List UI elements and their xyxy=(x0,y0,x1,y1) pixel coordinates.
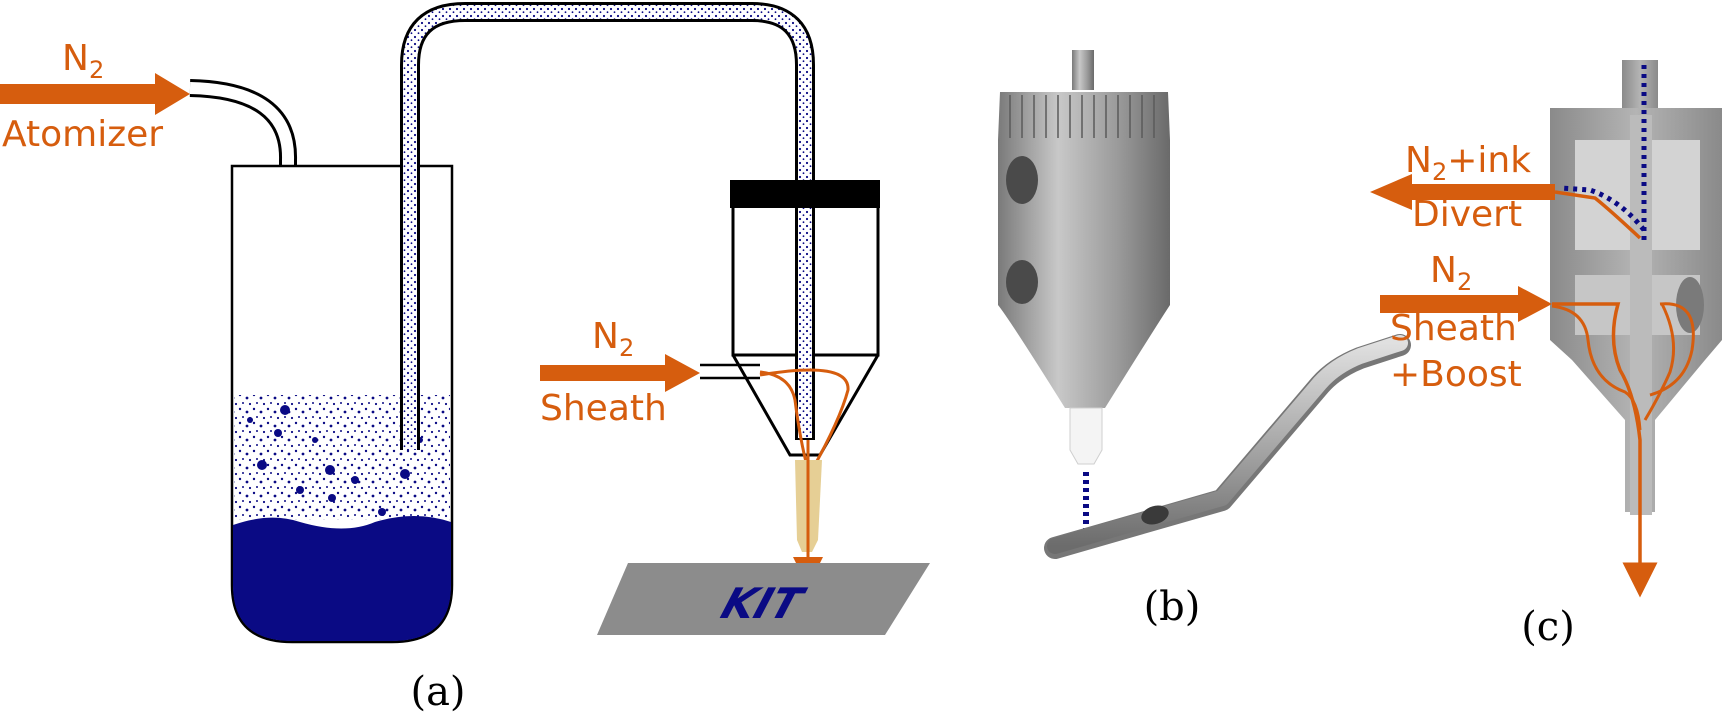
caption-c: (c) xyxy=(1521,604,1575,650)
sheath-flow-a xyxy=(759,370,810,471)
shutter-pipe-opening xyxy=(1141,505,1169,525)
ink-flow-c xyxy=(1559,65,1647,240)
panel-a: N2 Atomizer N2 Sheath xyxy=(0,2,930,715)
atomizer-arrow xyxy=(0,73,190,115)
divert-flow-c xyxy=(1554,190,1642,240)
liquid-ink xyxy=(233,516,451,641)
caption-a: (a) xyxy=(410,669,465,715)
aerosol-transfer-tube xyxy=(400,2,815,450)
knurled-cap xyxy=(998,92,1170,140)
substrate xyxy=(597,563,930,635)
nozzle-body-b xyxy=(998,140,1170,305)
divert-arrow-c xyxy=(1370,174,1555,210)
printhead-cap xyxy=(730,180,880,208)
side-port-c xyxy=(1676,277,1704,333)
inner-tube-c xyxy=(1622,60,1658,115)
sheath-arrow-a xyxy=(540,354,700,392)
nozzle-shaft xyxy=(1072,50,1094,90)
panel-c: N2+ink Divert N2 Sheath +Boost (c) xyxy=(1370,60,1722,650)
mist-droplets xyxy=(247,405,423,516)
sheath-gas-label-a: N2 xyxy=(592,316,634,362)
port-hole-lower xyxy=(1006,260,1038,304)
caption-b: (b) xyxy=(1144,584,1201,630)
sheath-label-c-line1: Sheath xyxy=(1390,308,1517,349)
nozzle-cone-b xyxy=(998,305,1170,408)
knurl-lines xyxy=(1009,95,1155,138)
atomizer-label: Atomizer xyxy=(2,114,163,155)
panel-b: (b) xyxy=(998,50,1411,630)
port-hole-upper xyxy=(1006,156,1038,204)
sheath-arrow-c xyxy=(1380,286,1552,322)
sheath-label-c-line2: +Boost xyxy=(1390,354,1522,395)
sheath-gas-label-c: N2 xyxy=(1430,250,1472,296)
atomizer-gas-label: N2 xyxy=(62,38,104,84)
divert-label: Divert xyxy=(1412,194,1522,235)
sheath-flow-c xyxy=(1552,302,1658,598)
divert-gas-label: N2+ink xyxy=(1405,140,1531,186)
nozzle-tip-b xyxy=(1069,407,1103,465)
sheath-label-a: Sheath xyxy=(540,388,667,429)
